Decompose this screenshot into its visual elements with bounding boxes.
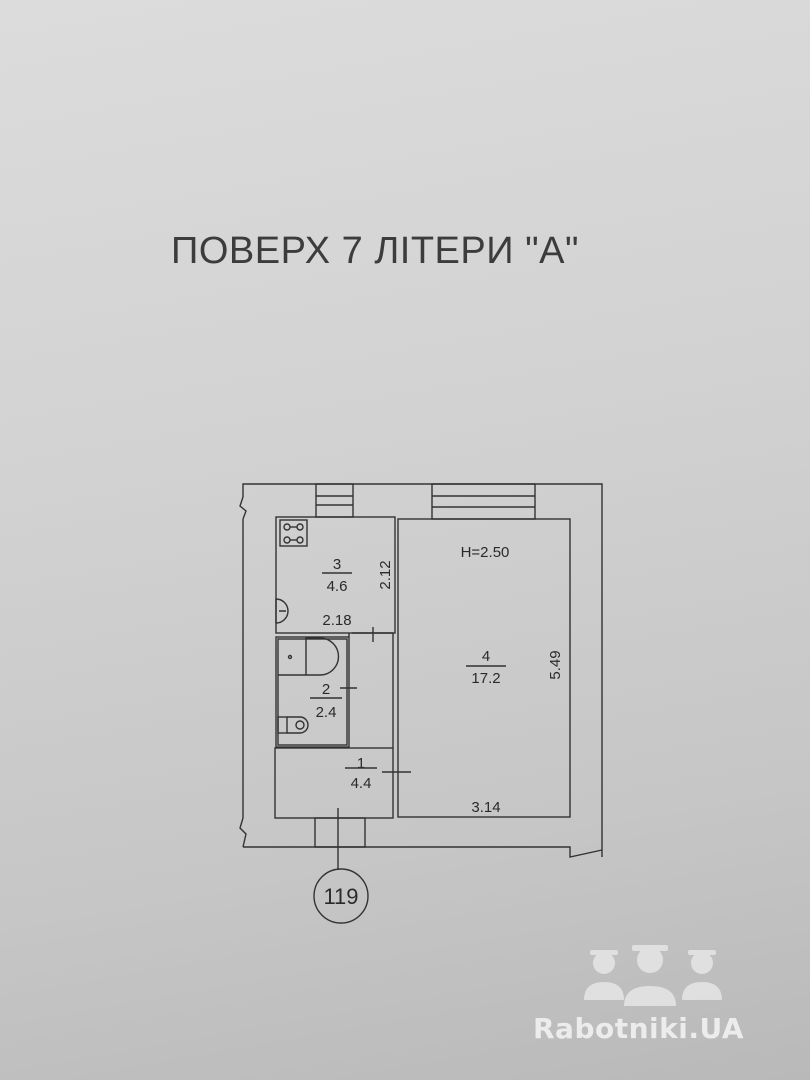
apartment-number-marker: 119 bbox=[313, 868, 369, 924]
ceiling-height: H=2.50 bbox=[461, 544, 510, 561]
kitchen-width: 2.18 bbox=[322, 612, 351, 629]
outer-wall bbox=[239, 483, 603, 858]
room-1-area: 4.4 bbox=[351, 775, 372, 792]
room-window bbox=[431, 483, 536, 520]
entry-door bbox=[314, 808, 366, 870]
room-1-hall bbox=[274, 747, 394, 819]
kitchen-sink-icon bbox=[275, 598, 289, 624]
room-2-area: 2.4 bbox=[316, 704, 337, 721]
watermark-text: Rabotniki.UA bbox=[533, 1012, 745, 1045]
room-3-area: 4.6 bbox=[327, 578, 348, 595]
room-2-number: 2 bbox=[322, 681, 330, 698]
room-4-number: 4 bbox=[482, 648, 490, 665]
stove-icon bbox=[279, 519, 308, 547]
room-width: 3.14 bbox=[471, 799, 500, 816]
room-2-bathroom bbox=[275, 636, 350, 748]
room-4-living bbox=[397, 518, 571, 818]
bathtub-icon bbox=[278, 637, 340, 676]
kitchen-length: 2.12 bbox=[377, 560, 394, 589]
room-1-number: 1 bbox=[357, 755, 365, 772]
floor-title: ПОВЕРХ 7 ЛІТЕРИ "А" bbox=[171, 230, 579, 272]
workers-helmet-icon bbox=[584, 945, 722, 1006]
room-3-kitchen bbox=[275, 516, 396, 634]
kitchen-window bbox=[315, 483, 354, 518]
room-3-number: 3 bbox=[333, 556, 341, 573]
room-length: 5.49 bbox=[547, 650, 564, 679]
toilet-icon bbox=[277, 716, 309, 734]
svg-text:119: 119 bbox=[323, 884, 358, 909]
room-4-area: 17.2 bbox=[471, 670, 500, 687]
